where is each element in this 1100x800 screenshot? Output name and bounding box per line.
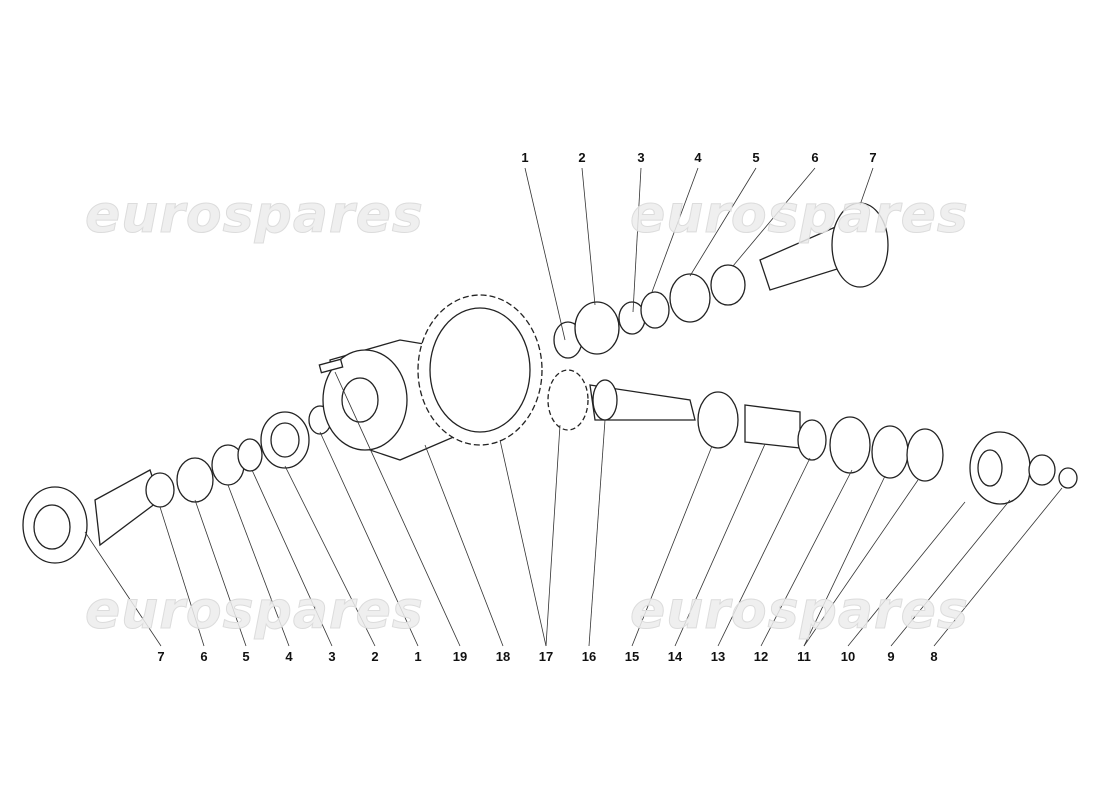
top-seal-ring: [710, 264, 746, 306]
leader-line: [159, 506, 205, 647]
top-callout-5: 5: [752, 150, 759, 165]
pinion-shaft: [547, 369, 696, 431]
watermark: eurospares: [630, 185, 969, 245]
spacer-sleeve: [744, 404, 801, 449]
leader-line: [651, 167, 699, 293]
seal-11b: [906, 428, 944, 482]
top-callout-4: 4: [694, 150, 702, 165]
bottom-callout-13: 13: [711, 649, 725, 664]
bottom-callout-6: 6: [200, 649, 207, 664]
bottom-callout-4: 4: [285, 649, 293, 664]
top-callout-6: 6: [811, 150, 818, 165]
left-output-flange: [22, 469, 161, 564]
circlip: [237, 438, 263, 472]
bottom-callout-17: 17: [539, 649, 553, 664]
leader-line: [319, 431, 419, 647]
top-callout-7: 7: [869, 150, 876, 165]
bottom-callout-10: 10: [841, 649, 855, 664]
bottom-callout-1: 1: [414, 649, 421, 664]
bottom-callout-8: 8: [930, 649, 937, 664]
leader-line: [581, 167, 596, 306]
seal-11a: [871, 425, 909, 479]
seal-ring: [145, 472, 175, 508]
end-cap: [1058, 467, 1078, 489]
leader-line: [524, 167, 566, 341]
watermark: eurospares: [85, 185, 424, 245]
bottom-callout-18: 18: [496, 649, 510, 664]
top-callout-1: 1: [521, 150, 528, 165]
leader-line: [933, 487, 1063, 647]
leader-line: [284, 465, 376, 647]
bottom-callout-9: 9: [887, 649, 894, 664]
leader-line: [545, 424, 561, 647]
leader-line: [227, 484, 290, 647]
leader-line: [859, 167, 874, 206]
leader-line: [717, 457, 811, 647]
leader-line: [760, 469, 853, 647]
leader-line: [334, 371, 461, 647]
leader-line: [84, 531, 162, 647]
top-output-flange: [759, 202, 889, 291]
bottom-callout-16: 16: [582, 649, 596, 664]
watermark: eurospares: [630, 581, 969, 641]
leader-line: [803, 479, 919, 647]
top-bearing: [574, 301, 620, 355]
leader-line: [803, 475, 886, 647]
seal: [176, 457, 214, 503]
bottom-callout-15: 15: [625, 649, 639, 664]
bearing-12: [829, 416, 871, 474]
bottom-callout-14: 14: [668, 649, 683, 664]
bottom-callout-7: 7: [157, 649, 164, 664]
watermark: eurospares: [85, 581, 424, 641]
bottom-callout-11: 11: [797, 649, 811, 664]
leader-line: [194, 499, 247, 647]
leader-line: [631, 445, 713, 647]
crown-wheel: [417, 294, 543, 446]
leader-line: [674, 443, 766, 647]
pinion-bearing: [697, 391, 739, 449]
top-callout-2: 2: [578, 150, 585, 165]
bottom-callout-3: 3: [328, 649, 335, 664]
bottom-callout-19: 19: [453, 649, 467, 664]
leader-line: [424, 444, 504, 647]
top-callout-3: 3: [637, 150, 644, 165]
bearing-bore: [270, 422, 300, 458]
leader-line: [890, 499, 1011, 647]
shim-14: [797, 419, 827, 461]
leader-lines: [84, 167, 1063, 647]
leader-line: [251, 469, 333, 647]
watermarks: eurospares eurospares eurospares eurospa…: [85, 185, 969, 642]
bottom-callout-5: 5: [242, 649, 249, 664]
leader-line: [689, 167, 757, 277]
bottom-callout-2: 2: [371, 649, 378, 664]
parts-drawing: [22, 202, 1078, 564]
leader-line: [632, 167, 642, 313]
bottom-callout-12: 12: [754, 649, 768, 664]
nut: [1028, 454, 1056, 486]
leader-line: [732, 167, 816, 267]
leader-line: [847, 501, 966, 647]
top-seal: [669, 273, 711, 323]
leader-line: [588, 419, 606, 647]
top-circlip: [640, 291, 670, 329]
drive-flange: [969, 431, 1031, 505]
leader-line: [499, 439, 547, 647]
